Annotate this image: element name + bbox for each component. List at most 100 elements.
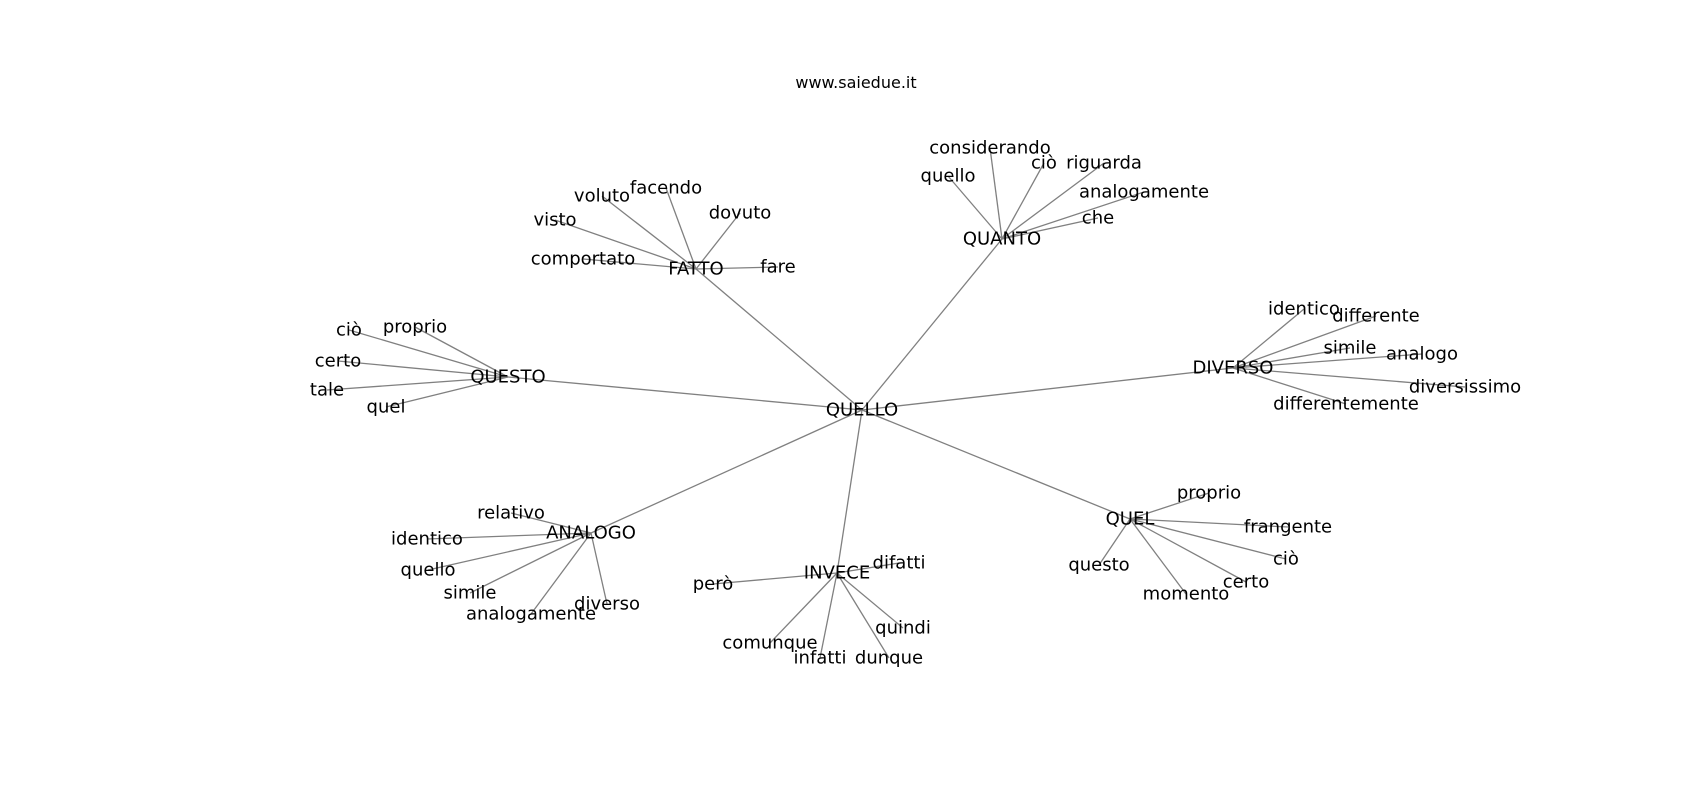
hub-node-questo: QUESTO <box>470 367 545 388</box>
edge-diverso-leaf-3 <box>1232 353 1423 369</box>
leaf-node-analogo-5: diverso <box>574 594 640 615</box>
leaf-node-analogo-1: identico <box>391 529 463 550</box>
edge-center-diverso <box>861 367 1234 411</box>
leaf-node-invece-0: difatti <box>873 553 926 574</box>
leaf-node-invece-2: quindi <box>875 618 931 639</box>
edge-fatto-leaf-2 <box>695 212 741 270</box>
edge-fatto-leaf-0 <box>665 187 697 270</box>
edge-invece-leaf-4 <box>819 572 838 659</box>
edge-center-fatto <box>695 268 863 411</box>
leaf-node-quel-3: ciò <box>1273 549 1299 570</box>
leaf-node-diverso-0: identico <box>1268 299 1340 320</box>
leaf-node-invece-5: dunque <box>855 648 923 669</box>
edge-quel-leaf-2 <box>1098 518 1131 566</box>
edge-center-quanto <box>861 238 1003 411</box>
edge-questo-leaf-2 <box>337 360 509 378</box>
edge-quanto-leaf-5 <box>1001 217 1099 240</box>
leaf-node-questo-0: ciò <box>336 320 362 341</box>
edge-questo-leaf-3 <box>326 376 509 391</box>
edge-quel-leaf-0 <box>1129 492 1210 520</box>
edge-center-invece <box>836 409 863 574</box>
edge-analogo-leaf-1 <box>426 532 592 540</box>
edge-analogo-leaf-3 <box>469 532 592 594</box>
edge-quel-leaf-5 <box>1129 518 1187 595</box>
leaf-node-quanto-2: ciò <box>1031 153 1057 174</box>
edge-invece-leaf-0 <box>836 562 900 574</box>
edge-quel-leaf-1 <box>1129 518 1289 528</box>
edge-questo-leaf-0 <box>348 329 509 378</box>
edge-quel-leaf-4 <box>1129 518 1247 583</box>
leaf-node-questo-2: certo <box>315 351 361 372</box>
edge-diverso-leaf-0 <box>1232 308 1305 369</box>
edge-quanto-leaf-1 <box>947 175 1003 240</box>
edge-analogo-leaf-0 <box>510 512 592 534</box>
leaf-node-fatto-2: dovuto <box>709 203 772 224</box>
edge-diverso-leaf-1 <box>1232 315 1377 369</box>
leaf-node-quel-4: certo <box>1223 572 1269 593</box>
leaf-node-diverso-3: analogo <box>1386 344 1458 365</box>
leaf-node-quel-0: proprio <box>1177 483 1241 504</box>
leaf-node-invece-4: infatti <box>794 648 847 669</box>
edge-invece-leaf-5 <box>836 572 890 659</box>
leaf-node-analogo-0: relativo <box>477 503 545 524</box>
leaf-node-fatto-4: comportato <box>531 249 635 270</box>
edge-analogo-leaf-2 <box>427 532 592 571</box>
edge-questo-leaf-4 <box>385 376 509 408</box>
leaf-node-analogo-4: analogamente <box>466 604 596 625</box>
leaf-node-quel-2: questo <box>1068 555 1129 576</box>
leaf-node-quanto-0: considerando <box>929 138 1050 159</box>
edge-diverso-leaf-4 <box>1232 367 1466 388</box>
leaf-node-diverso-4: diversissimo <box>1409 377 1521 398</box>
leaf-node-quanto-5: che <box>1082 208 1114 229</box>
edge-invece-leaf-1 <box>712 572 838 585</box>
hub-node-quel: QUEL <box>1106 509 1155 530</box>
leaf-node-invece-1: però <box>693 574 734 595</box>
edge-center-quel <box>861 409 1131 520</box>
edge-center-analogo <box>590 409 863 534</box>
hub-node-diverso: DIVERSO <box>1193 358 1274 379</box>
hub-node-analogo: ANALOGO <box>546 523 636 544</box>
edge-fatto-leaf-4 <box>582 258 697 270</box>
edge-analogo-leaf-4 <box>530 532 592 615</box>
leaf-node-fatto-1: voluto <box>574 186 630 207</box>
hub-node-invece: INVECE <box>804 563 870 584</box>
leaf-node-diverso-1: differente <box>1332 306 1420 327</box>
leaf-node-fatto-3: visto <box>533 210 576 231</box>
leaf-node-diverso-2: simile <box>1324 338 1377 359</box>
leaf-node-questo-4: quel <box>367 397 406 418</box>
edges-layer <box>326 147 1466 659</box>
edge-quel-leaf-3 <box>1129 518 1287 560</box>
leaf-node-questo-1: proprio <box>383 317 447 338</box>
leaf-node-quel-1: frangente <box>1244 517 1332 538</box>
hub-node-fatto: FATTO <box>668 259 723 280</box>
leaf-node-quanto-3: riguarda <box>1066 153 1142 174</box>
edge-fatto-leaf-1 <box>601 195 697 270</box>
leaf-node-quanto-4: analogamente <box>1079 182 1209 203</box>
leaf-node-invece-3: comunque <box>722 633 817 654</box>
edge-fatto-leaf-3 <box>554 219 697 270</box>
edge-analogo-leaf-5 <box>590 532 608 605</box>
edge-invece-leaf-3 <box>769 572 838 644</box>
leaf-node-analogo-3: simile <box>444 583 497 604</box>
edge-diverso-leaf-2 <box>1232 347 1351 369</box>
edge-diverso-leaf-5 <box>1232 367 1347 405</box>
edge-center-questo <box>507 376 863 411</box>
edge-quanto-leaf-0 <box>989 147 1003 240</box>
edge-quanto-leaf-3 <box>1001 162 1105 240</box>
edge-invece-leaf-2 <box>836 572 904 629</box>
leaf-node-fatto-0: facendo <box>630 178 702 199</box>
edge-quanto-leaf-2 <box>1001 162 1045 240</box>
leaf-node-quel-5: momento <box>1143 584 1230 605</box>
leaf-node-diverso-5: differentemente <box>1273 394 1419 415</box>
hub-node-quanto: QUANTO <box>963 229 1041 250</box>
leaf-node-quanto-1: quello <box>921 166 976 187</box>
edge-quanto-leaf-4 <box>1001 191 1145 240</box>
diagram-title: www.saiedue.it <box>795 73 916 92</box>
center-node-label: QUELLO <box>826 400 898 421</box>
leaf-node-fatto-5: fare <box>760 257 795 278</box>
edge-questo-leaf-1 <box>414 326 509 378</box>
leaf-node-questo-3: tale <box>310 380 344 401</box>
edge-fatto-leaf-5 <box>695 266 779 270</box>
